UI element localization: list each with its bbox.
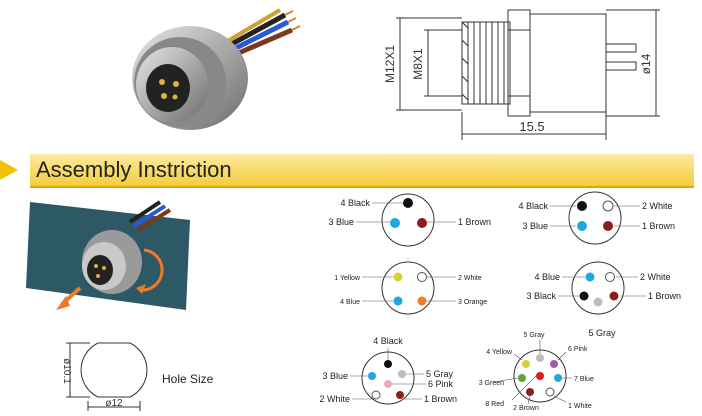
- pin-yellow: [522, 360, 530, 368]
- pin-gray: [593, 297, 603, 307]
- label-white: 2 White: [319, 394, 350, 404]
- banner-arrow-icon: [0, 160, 18, 180]
- pin-orange: [417, 296, 427, 306]
- pin-gray: [536, 354, 544, 362]
- hole-size-drawing: ø10.1 ø12: [61, 342, 148, 411]
- label-brown: 1 Brown: [648, 291, 681, 301]
- label-brown: 2 Brown: [513, 405, 539, 412]
- label-gray: 5 Gray: [588, 328, 616, 338]
- label-white: 1 White: [568, 403, 592, 410]
- label-blue: 4 Blue: [340, 299, 360, 306]
- pinout-6pin: 4 Black 3 Blue 5 Gray 6 Pink 2 White 1 B…: [319, 336, 457, 405]
- pin-black: [579, 291, 589, 301]
- pin-black: [403, 198, 413, 208]
- pin-white: [605, 272, 615, 282]
- label-red: 8 Red: [485, 401, 504, 408]
- pin-brown: [417, 218, 427, 228]
- pin-white: [602, 200, 614, 212]
- label-brown: 1 Brown: [642, 221, 675, 231]
- label-gray: 5 Gray: [523, 332, 545, 339]
- hole-dia-horizontal: ø12: [105, 398, 123, 409]
- hole-dia-vertical: ø10.1: [61, 358, 72, 384]
- pinout-5pin: 4 Blue 2 White 3 Black 1 Brown 5 Gray: [526, 261, 681, 338]
- label-yellow: 1 Yellow: [334, 275, 361, 282]
- pin-black: [577, 201, 587, 211]
- label-pink: 6 Pink: [568, 346, 588, 353]
- pin-brown: [609, 291, 619, 301]
- label-blue: 3 Blue: [328, 217, 354, 227]
- mount-wires: [128, 200, 172, 232]
- banner-title: Assembly Instriction: [36, 157, 232, 182]
- label-pink: 6 Pink: [428, 379, 454, 389]
- pin-brown: [396, 391, 404, 399]
- dim-dia14: ø14: [639, 53, 653, 74]
- pin-blue: [390, 218, 400, 228]
- banner: Assembly Instriction: [0, 152, 702, 188]
- label-blue: 3 Blue: [522, 221, 548, 231]
- dim-m12: M12X1: [383, 45, 397, 83]
- pin-pink: [550, 360, 558, 368]
- label-blue: 3 Blue: [322, 371, 348, 381]
- pin-brown: [603, 221, 613, 231]
- pin-red: [536, 372, 544, 380]
- label-white: 2 White: [642, 201, 673, 211]
- label-white: 2 White: [458, 275, 482, 282]
- label-white: 2 White: [640, 272, 671, 282]
- connector-photo: [132, 8, 301, 130]
- dim-length: 15.5: [519, 119, 544, 134]
- pin-blue: [585, 272, 595, 282]
- label-black: 4 Black: [518, 201, 548, 211]
- pinout-3pin: 4 Black 3 Blue 1 Brown: [328, 193, 491, 247]
- pinout-diagrams: 4 Black 3 Blue 1 Brown 4 Black 2 White 3…: [319, 191, 681, 412]
- pin-white: [417, 272, 427, 282]
- pin-blue: [554, 374, 562, 382]
- pin-gray: [398, 370, 406, 378]
- label-black: 3 Black: [526, 291, 556, 301]
- label-green: 3 Green: [479, 380, 504, 387]
- label-black: 4 Black: [340, 198, 370, 208]
- label-black: 4 Black: [373, 336, 403, 346]
- pinout-4pin: 4 Black 2 White 3 Blue 1 Brown: [518, 191, 675, 245]
- label-brown: 1 Brown: [458, 217, 491, 227]
- pin-yellow: [393, 272, 403, 282]
- pinout-4pin-b: 1 Yellow 2 White 4 Blue 3 Orange: [334, 261, 487, 315]
- pin-brown: [526, 388, 534, 396]
- label-brown: 1 Brown: [424, 394, 457, 404]
- pin-pink: [384, 380, 392, 388]
- panel-mount-photo: [26, 200, 190, 310]
- banner-bar: [30, 154, 694, 188]
- dim-m8: M8X1: [411, 48, 425, 80]
- pin-black: [384, 360, 392, 368]
- wire-bundle: [224, 8, 301, 58]
- label-gray: 5 Gray: [426, 369, 454, 379]
- pin-green: [518, 374, 526, 382]
- hole-size-label: Hole Size: [162, 372, 214, 386]
- dimension-drawing: M12X1 M8X1 ø14 15.5: [383, 9, 660, 140]
- label-orange: 3 Orange: [458, 299, 487, 306]
- pin-white: [545, 387, 555, 397]
- pin-blue: [577, 221, 587, 231]
- pinout-8pin: 5 Gray 6 Pink 4 Yellow 3 Green 7 Blue 8 …: [479, 332, 594, 412]
- label-blue: 4 Blue: [534, 272, 560, 282]
- pin-blue: [393, 296, 403, 306]
- pin-white: [371, 390, 381, 400]
- label-blue: 7 Blue: [574, 376, 594, 383]
- label-yellow: 4 Yellow: [486, 349, 513, 356]
- pin-blue: [368, 372, 376, 380]
